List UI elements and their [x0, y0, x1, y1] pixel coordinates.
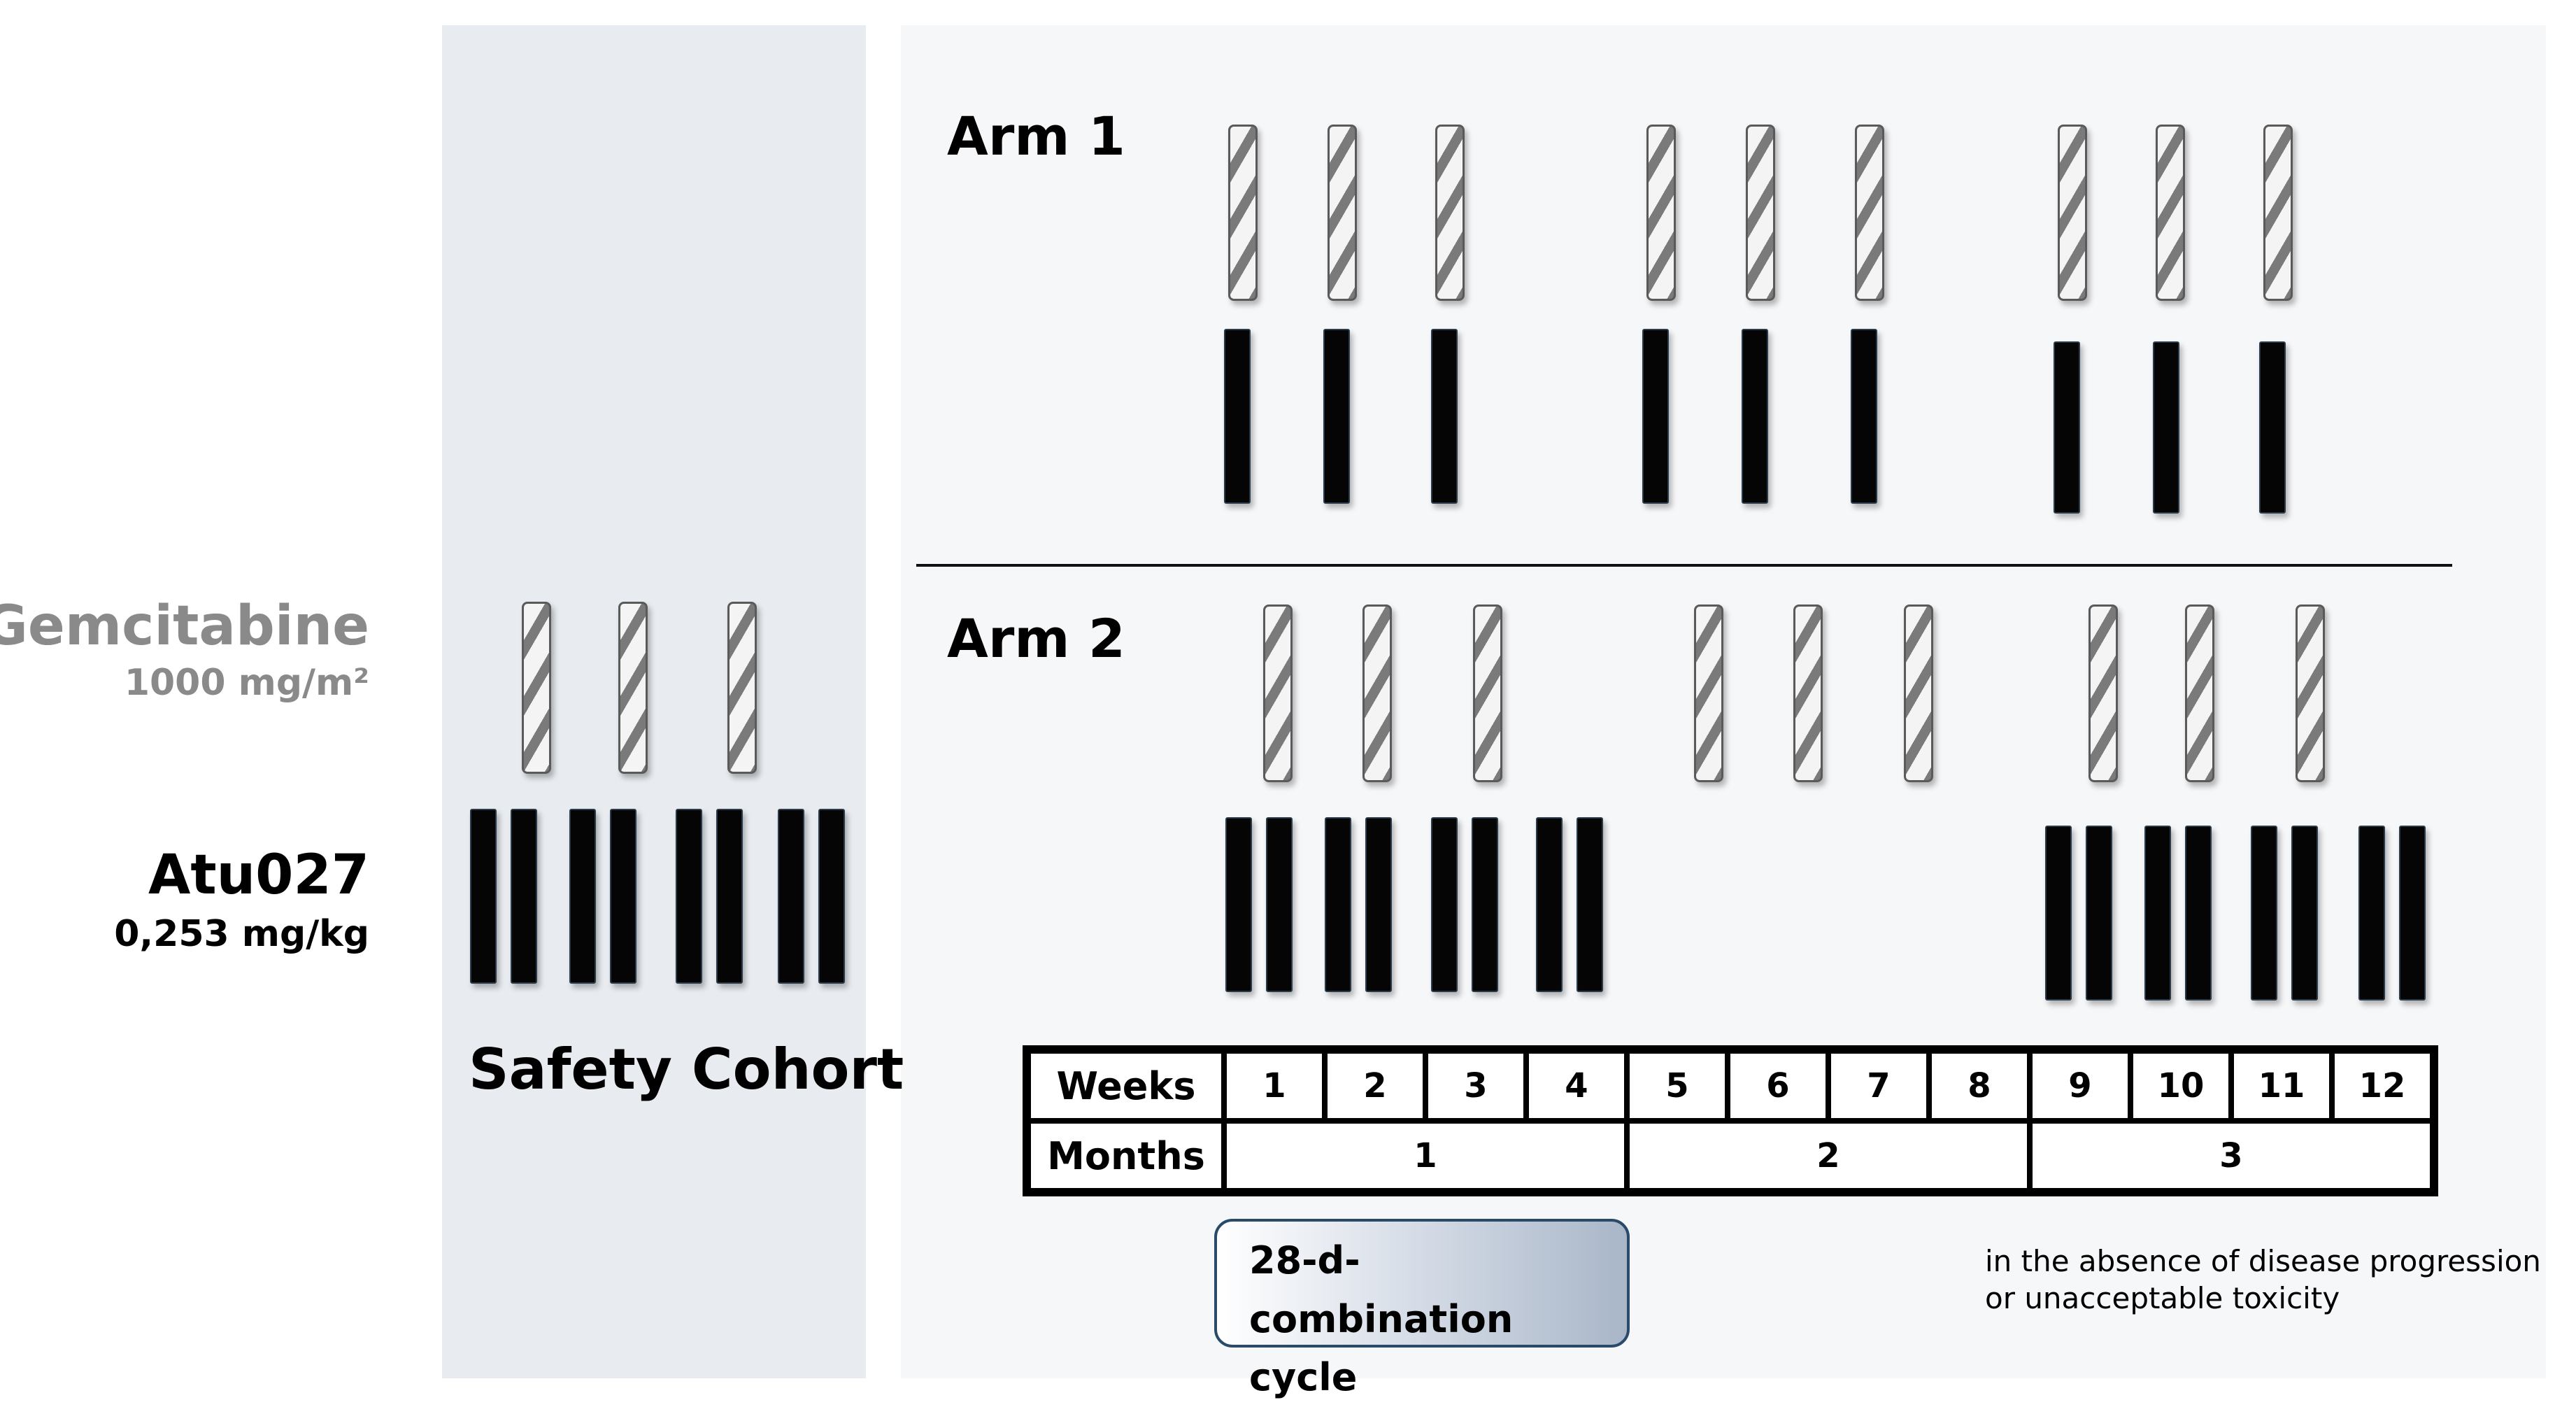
gemcitabine-infusion-icon	[1855, 125, 1884, 301]
atu027-dose-icon	[716, 809, 743, 984]
gemcitabine-label: Gemcitabine	[0, 595, 369, 658]
gemcitabine-infusion-icon	[1746, 125, 1775, 301]
arm2-title: Arm 2	[947, 607, 1125, 670]
gemcitabine-infusion-icon	[2263, 125, 2293, 301]
atu027-dose-icon	[1225, 817, 1252, 992]
month-cell: 3	[2030, 1121, 2433, 1191]
atu027-dose-icon	[818, 809, 845, 984]
atu027-dose-icon	[1266, 817, 1293, 992]
week-cell: 9	[2030, 1051, 2130, 1121]
gemcitabine-infusion-icon	[727, 602, 757, 774]
week-cell: 12	[2332, 1051, 2433, 1121]
atu027-dose-icon	[1472, 817, 1498, 992]
cycle-box-line1: 28-d-combination	[1249, 1238, 1514, 1341]
week-cell: 8	[1929, 1051, 2030, 1121]
atu027-dose-icon	[778, 809, 804, 984]
atu027-dose-icon	[2399, 826, 2426, 1001]
gemcitabine-infusion-icon	[1646, 125, 1676, 301]
continuation-note: in the absence of disease progression or…	[1985, 1243, 2541, 1317]
month-cell: 2	[1627, 1121, 2030, 1191]
atu027-dose-icon	[1642, 329, 1669, 504]
week-cell: 2	[1325, 1051, 1425, 1121]
atu027-dose-icon	[1536, 817, 1563, 992]
atu027-dose: 0,253 mg/kg	[114, 913, 369, 955]
atu027-dose-icon	[2144, 826, 2171, 1001]
atu027-dose-icon	[1365, 817, 1392, 992]
week-cell: 6	[1728, 1051, 1828, 1121]
gemcitabine-infusion-icon	[1694, 604, 1723, 782]
atu027-dose-icon	[2259, 341, 2286, 514]
combination-cycle-box: 28-d-combination cycle	[1214, 1219, 1630, 1399]
atu027-dose-icon	[1742, 329, 1768, 504]
week-cell: 4	[1526, 1051, 1627, 1121]
gemcitabine-infusion-icon	[2296, 604, 2325, 782]
note-line2: or unacceptable toxicity	[1985, 1281, 2340, 1316]
safety-cohort-panel	[442, 25, 866, 1378]
gemcitabine-infusion-icon	[1473, 604, 1502, 782]
gemcitabine-infusion-icon	[522, 602, 551, 774]
week-cell: 11	[2231, 1051, 2332, 1121]
atu027-dose-icon	[2054, 341, 2080, 514]
atu027-dose-icon	[2153, 341, 2179, 514]
atu027-dose-icon	[676, 809, 702, 984]
arm1-title: Arm 1	[947, 105, 1125, 167]
note-line1: in the absence of disease progression	[1985, 1244, 2541, 1278]
atu027-label: Atu027	[148, 844, 369, 907]
atu027-dose-icon	[1431, 329, 1458, 504]
atu027-dose-icon	[2251, 826, 2277, 1001]
atu027-dose-icon	[2185, 826, 2212, 1001]
week-cell: 7	[1828, 1051, 1929, 1121]
gemcitabine-infusion-icon	[1362, 604, 1392, 782]
atu027-dose-icon	[569, 809, 596, 984]
gemcitabine-infusion-icon	[1793, 604, 1823, 782]
week-cell: 10	[2130, 1051, 2231, 1121]
arm-divider	[916, 564, 2452, 567]
atu027-dose-icon	[2291, 826, 2318, 1001]
cycle-box-line2: cycle	[1249, 1355, 1358, 1400]
gemcitabine-infusion-icon	[1328, 125, 1357, 301]
atu027-dose-icon	[1431, 817, 1458, 992]
week-cell: 1	[1224, 1051, 1325, 1121]
safety-cohort-title: Safety Cohort	[469, 1037, 904, 1102]
week-cell: 3	[1425, 1051, 1526, 1121]
gemcitabine-infusion-icon	[2088, 604, 2118, 782]
gemcitabine-infusion-icon	[1435, 125, 1465, 301]
weeks-header: Weeks	[1028, 1051, 1224, 1121]
week-cell: 5	[1627, 1051, 1728, 1121]
atu027-dose-icon	[470, 809, 497, 984]
gemcitabine-infusion-icon	[618, 602, 648, 774]
gemcitabine-infusion-icon	[1263, 604, 1293, 782]
atu027-dose-icon	[1577, 817, 1603, 992]
month-cell: 1	[1224, 1121, 1627, 1191]
atu027-dose-icon	[511, 809, 537, 984]
atu027-dose-icon	[2045, 826, 2072, 1001]
atu027-dose-icon	[2358, 826, 2385, 1001]
gemcitabine-infusion-icon	[2185, 604, 2214, 782]
gemcitabine-infusion-icon	[1228, 125, 1258, 301]
gemcitabine-dose: 1000 mg/m²	[124, 662, 369, 704]
atu027-dose-icon	[610, 809, 636, 984]
gemcitabine-infusion-icon	[1904, 604, 1933, 782]
atu027-dose-icon	[1325, 817, 1351, 992]
gemcitabine-infusion-icon	[2156, 125, 2185, 301]
atu027-dose-icon	[1851, 329, 1877, 504]
gemcitabine-infusion-icon	[2058, 125, 2087, 301]
atu027-dose-icon	[1224, 329, 1251, 504]
atu027-dose-icon	[2086, 826, 2112, 1001]
months-header: Months	[1028, 1121, 1224, 1191]
atu027-dose-icon	[1323, 329, 1350, 504]
